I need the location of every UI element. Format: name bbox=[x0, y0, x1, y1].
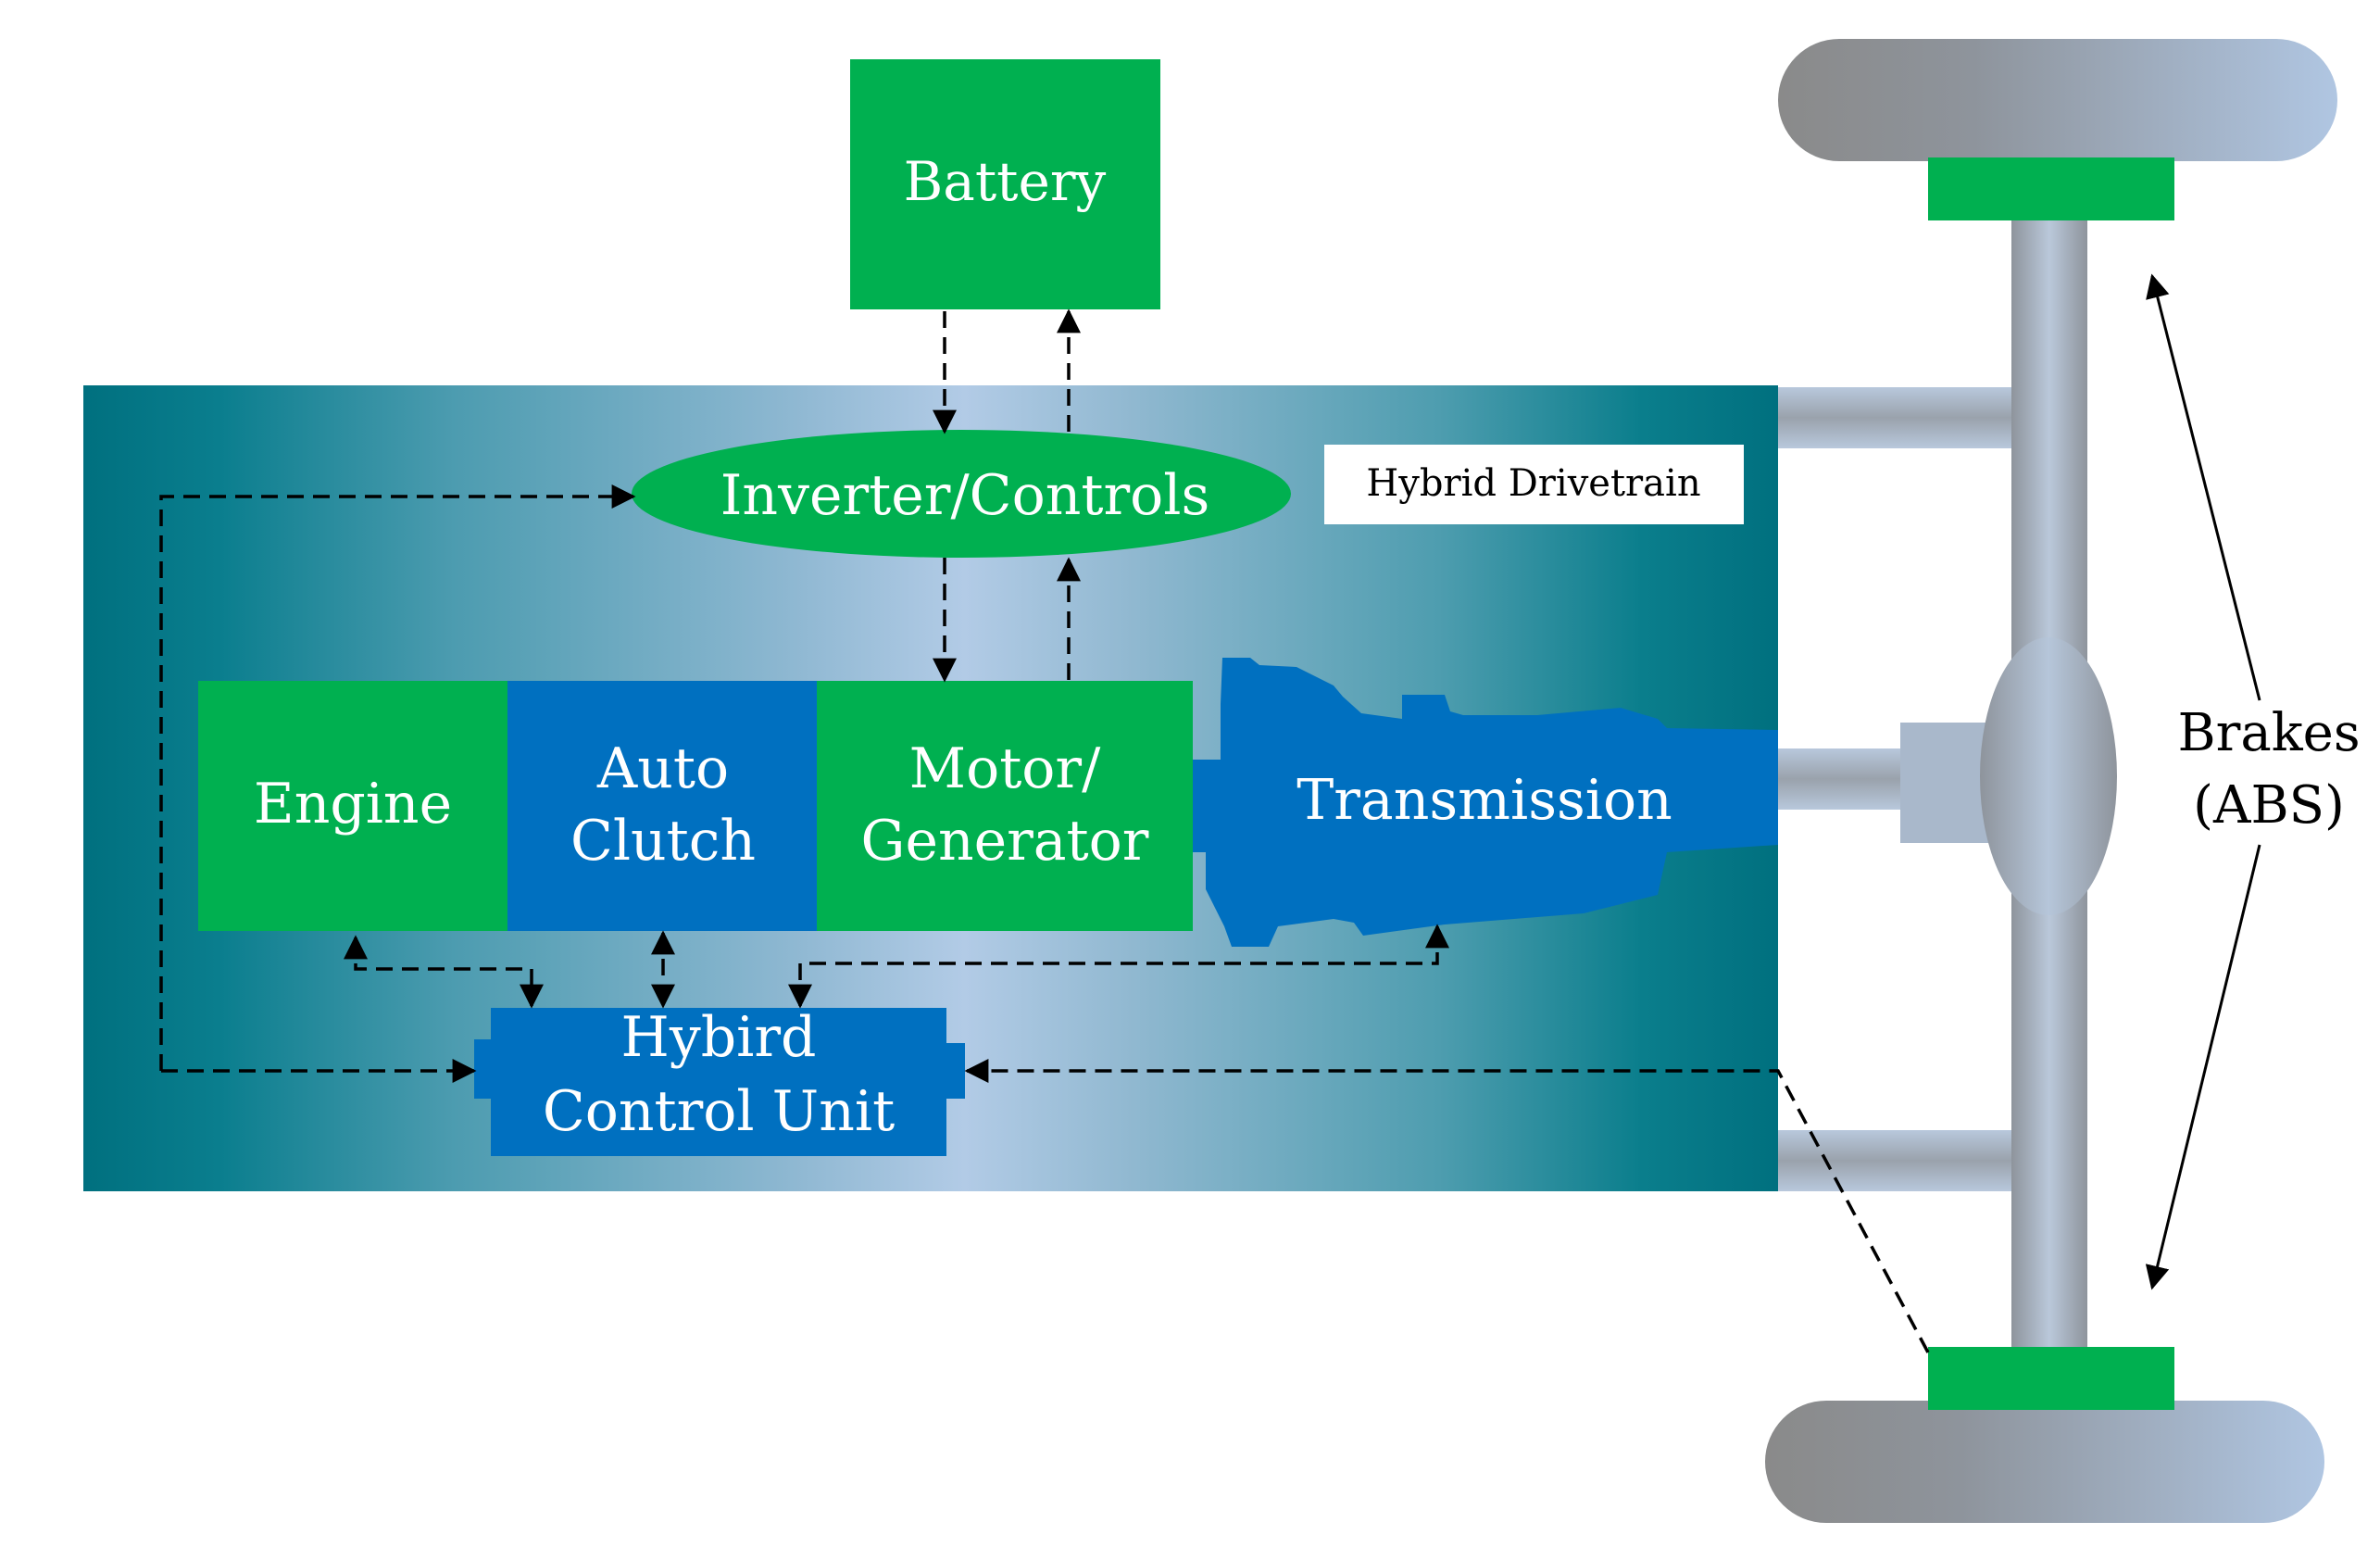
engine-label: Engine bbox=[254, 772, 452, 836]
stub-shaft-top bbox=[1776, 387, 2026, 448]
hcu-label-line2: Control Unit bbox=[543, 1079, 895, 1144]
hcu-to-inverter-loop bbox=[159, 484, 636, 1071]
wheel-top bbox=[1778, 39, 2337, 161]
brakes-label-line1: Brakes bbox=[2177, 703, 2360, 763]
hcu-label-line1: Hybird bbox=[621, 1005, 817, 1070]
auto-clutch-label-line1: Auto bbox=[596, 736, 729, 801]
battery-label: Battery bbox=[904, 150, 1107, 213]
motor-generator-label-line1: Motor/ bbox=[909, 736, 1101, 801]
stub-shaft-bottom bbox=[1776, 1130, 2026, 1191]
motor-generator-label-line2: Generator bbox=[861, 809, 1149, 874]
brakes-arrow-down bbox=[2145, 844, 2261, 1290]
brake-pad-bottom bbox=[1928, 1347, 2174, 1410]
engine-hcu-link bbox=[344, 935, 544, 1009]
engine-block: Engine bbox=[198, 681, 509, 931]
wheel-bottom bbox=[1765, 1401, 2324, 1523]
inverter-controls-label: Inverter/Controls bbox=[720, 463, 1210, 528]
battery-block: Battery bbox=[850, 59, 1160, 309]
auto-clutch-label-line2: Clutch bbox=[570, 809, 756, 874]
hybrid-control-unit-block: Hybird Control Unit bbox=[474, 1005, 965, 1156]
drivetrain-tag-label: Hybrid Drivetrain bbox=[1366, 462, 1700, 505]
brake-pad-top bbox=[1928, 157, 2174, 220]
differential-housing bbox=[1980, 637, 2117, 915]
brakes-arrow-up bbox=[2146, 273, 2261, 701]
auto-clutch-block: Auto Clutch bbox=[507, 681, 818, 931]
drivetrain-tag: Hybrid Drivetrain bbox=[1324, 445, 1744, 524]
stub-shaft-middle bbox=[1776, 748, 1901, 810]
inverter-controls-block: Inverter/Controls bbox=[632, 430, 1291, 558]
brakes-label-line2: (ABS) bbox=[2193, 775, 2345, 836]
transmission-label: Transmission bbox=[1296, 768, 1672, 833]
signal-lines bbox=[159, 308, 1930, 1353]
brakes-label-group: Brakes (ABS) bbox=[2145, 273, 2361, 1290]
axle-assembly bbox=[1765, 39, 2337, 1523]
motor-generator-block: Motor/ Generator bbox=[817, 681, 1193, 931]
transmission-block: Transmission bbox=[1193, 658, 1778, 947]
brake-to-hcu bbox=[964, 1059, 1930, 1353]
